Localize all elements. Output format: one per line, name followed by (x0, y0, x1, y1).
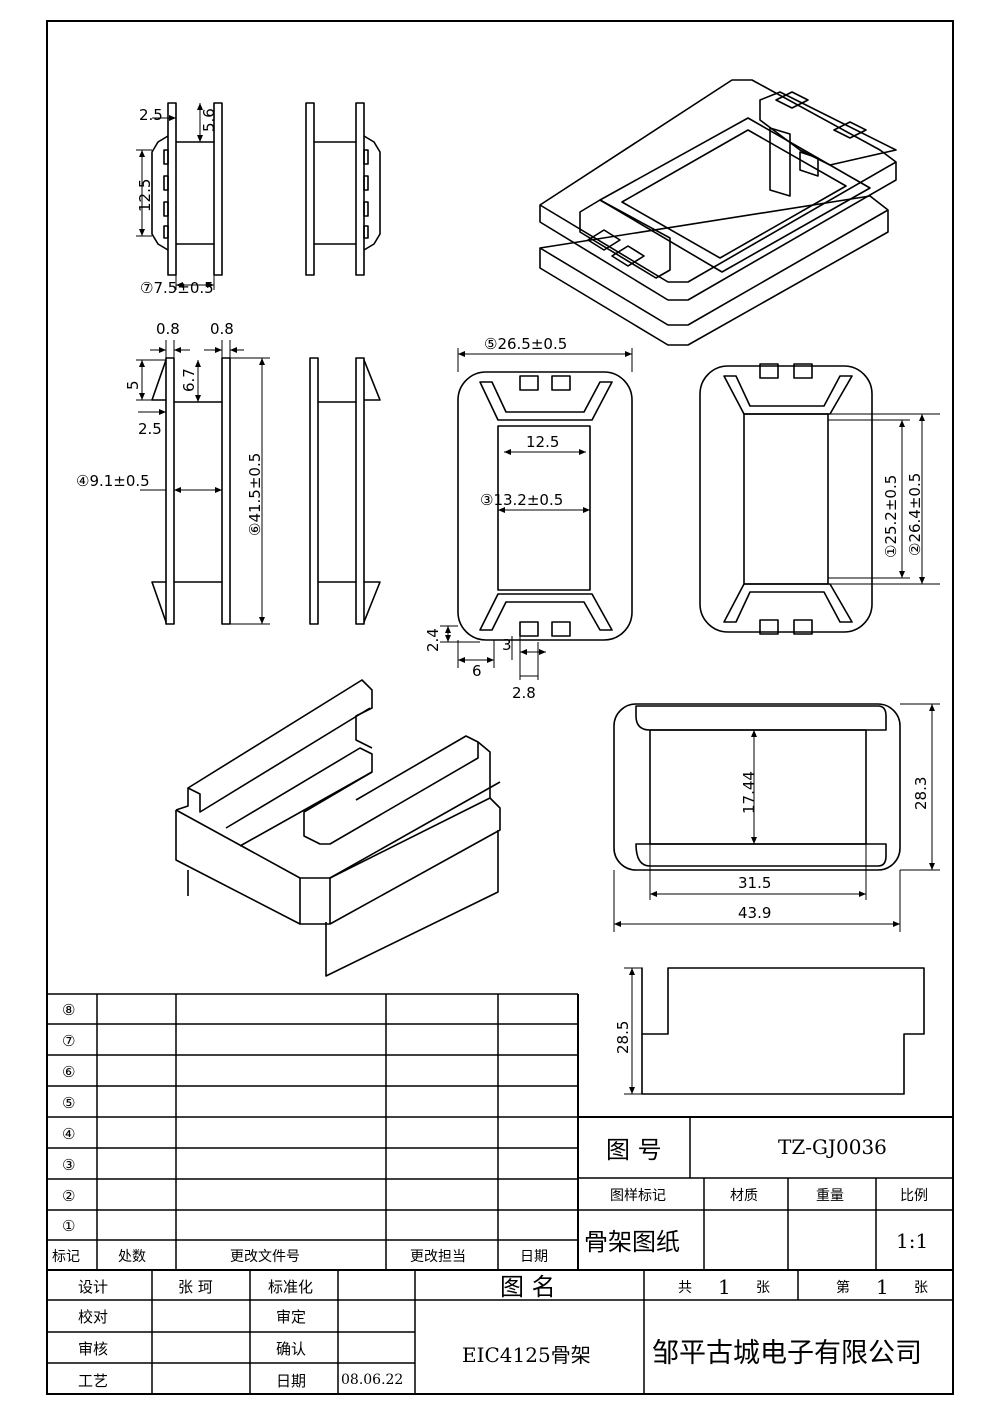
dim-5-6: 5.6 (200, 108, 218, 132)
dim-12-5-mid: 12.5 (526, 433, 559, 451)
dim-5c: ⑤26.5±0.5 (484, 335, 567, 353)
rev-header-mark: 标记 (52, 1249, 80, 1265)
dim-6: ⑥41.5±0.5 (246, 453, 264, 536)
isometric-core-view (175, 679, 501, 977)
drawing-name-label: 图 名 (500, 1273, 556, 1301)
rev-row-2: ② (62, 1187, 75, 1205)
dim-6-7: 6.7 (180, 368, 198, 392)
material-label: 材质 (730, 1188, 758, 1204)
rev-header-date: 日期 (520, 1249, 548, 1265)
sheet-label-b: 张 (914, 1280, 928, 1296)
sheet-border (46, 20, 954, 1395)
rev-row-5: ⑤ (62, 1094, 75, 1112)
sheet-value: 1 (876, 1275, 889, 1299)
isometric-bobbin-view (539, 79, 897, 346)
design-label: 设计 (78, 1278, 108, 1296)
rev-row-6: ⑥ (62, 1063, 75, 1081)
dim-2-5-top: 2.5 (139, 106, 163, 124)
dimension-labels: 2.5 5.6 12.5 ⑦7.5±0.5 0.8 0.8 5 6.7 2.5 … (76, 106, 930, 1054)
dim-5: 5 (124, 380, 142, 390)
scale-value: 1:1 (896, 1229, 928, 1253)
rev-row-7: ⑦ (62, 1032, 75, 1050)
date-label: 日期 (276, 1372, 306, 1390)
top-view-center (440, 348, 633, 680)
audit-label: 审核 (78, 1340, 108, 1358)
total-value: 1 (718, 1275, 731, 1299)
dim-31-5: 31.5 (738, 874, 771, 892)
front-view (613, 703, 940, 932)
review-label: 审定 (276, 1308, 306, 1326)
sheet-label-a: 第 (836, 1279, 850, 1296)
dim-1: ①25.2±0.5 (882, 475, 900, 558)
sample-mark-label: 图样标记 (610, 1188, 666, 1204)
standardize-label: 标准化 (268, 1278, 313, 1296)
rev-row-1: ① (62, 1217, 75, 1235)
dim-3s: 3 (502, 636, 512, 654)
total-label-b: 张 (756, 1280, 770, 1296)
dim-3: ③13.2±0.5 (480, 491, 563, 509)
designer-name: 张 珂 (178, 1278, 213, 1296)
weight-label: 重量 (816, 1188, 844, 1204)
side-profile-view (624, 967, 925, 1095)
drawing-name: EIC4125骨架 (462, 1343, 591, 1367)
dim-28-3: 28.3 (912, 777, 930, 810)
dim-6s: 6 (472, 662, 482, 680)
rev-header-count: 处数 (118, 1249, 146, 1265)
dim-0-8-b: 0.8 (210, 320, 234, 338)
dim-2-4: 2.4 (424, 628, 442, 652)
title-block: 图 号 TZ-GJ0036 图样标记 材质 重量 比例 骨架图纸 1:1 设计 … (47, 1116, 953, 1394)
dim-28-5: 28.5 (614, 1021, 632, 1054)
rev-row-4: ④ (62, 1125, 75, 1143)
process-label: 工艺 (78, 1372, 108, 1390)
rev-header-owner: 更改担当 (410, 1249, 466, 1265)
side-view-small-2 (305, 102, 381, 276)
dim-2: ②26.4±0.5 (906, 473, 924, 556)
rev-row-3: ③ (62, 1156, 75, 1174)
drawing-no-label: 图 号 (606, 1136, 662, 1164)
dim-17-44: 17.44 (740, 771, 758, 814)
dim-0-8-a: 0.8 (156, 320, 180, 338)
dim-12-5-side: 12.5 (136, 179, 154, 212)
dim-2-8: 2.8 (512, 684, 536, 702)
side-view-long-2 (309, 357, 381, 625)
rev-header-doc: 更改文件号 (230, 1249, 300, 1265)
scale-label: 比例 (900, 1188, 928, 1204)
dim-7: ⑦7.5±0.5 (140, 279, 214, 297)
dim-43-9: 43.9 (738, 904, 771, 922)
side-view-long (136, 340, 270, 625)
drawing-no: TZ-GJ0036 (778, 1135, 887, 1159)
proofread-label: 校对 (78, 1308, 108, 1326)
company-name: 邹平古城电子有限公司 (652, 1338, 922, 1369)
dim-2-5-mid: 2.5 (138, 420, 162, 438)
date-value: 08.06.22 (341, 1372, 403, 1388)
side-view-small (136, 102, 223, 290)
confirm-label: 确认 (276, 1340, 306, 1358)
drawing-type: 骨架图纸 (584, 1228, 680, 1256)
dim-4: ④9.1±0.5 (76, 472, 150, 490)
total-label-a: 共 (678, 1280, 692, 1296)
revision-table: ⑧ ⑦ ⑥ ⑤ ④ ③ ② ① 标记 处数 更改文件号 更改担当 日期 (47, 993, 953, 1271)
top-view-right (699, 363, 940, 635)
rev-row-8: ⑧ (62, 1001, 75, 1019)
